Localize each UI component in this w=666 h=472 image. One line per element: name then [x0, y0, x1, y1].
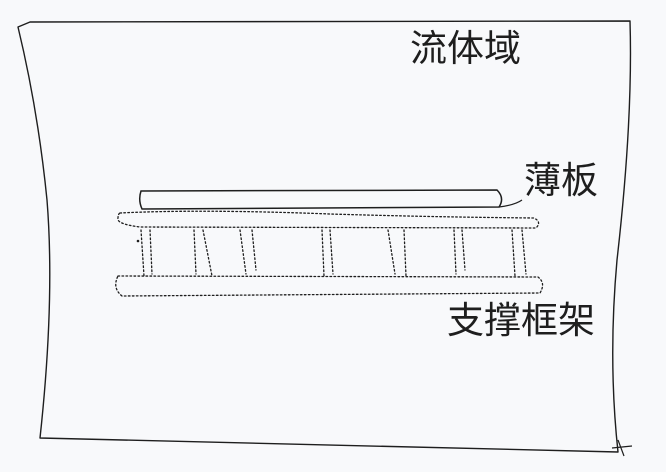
- support-frame-label: 支撑框架: [447, 299, 595, 342]
- fluid-domain-corner-tick: [611, 439, 633, 457]
- support-frame: [115, 210, 544, 297]
- thin-plate: [138, 189, 503, 210]
- frame-strut: [239, 229, 257, 275]
- frame-bottom-rail: [115, 275, 544, 297]
- frame-strut: [321, 229, 334, 277]
- frame-strut: [387, 229, 407, 277]
- frame-dot: [136, 239, 140, 243]
- frame-strut: [453, 229, 466, 275]
- thin-plate-tail: [498, 199, 523, 208]
- fluid-domain-label: 流体域: [410, 27, 521, 70]
- frame-strut: [140, 229, 153, 277]
- thin-plate-label: 薄板: [524, 159, 598, 202]
- fluid-domain-outline: [17, 20, 632, 453]
- frame-strut: [193, 229, 213, 277]
- frame-top-rail: [117, 210, 540, 229]
- frame-strut: [511, 229, 527, 277]
